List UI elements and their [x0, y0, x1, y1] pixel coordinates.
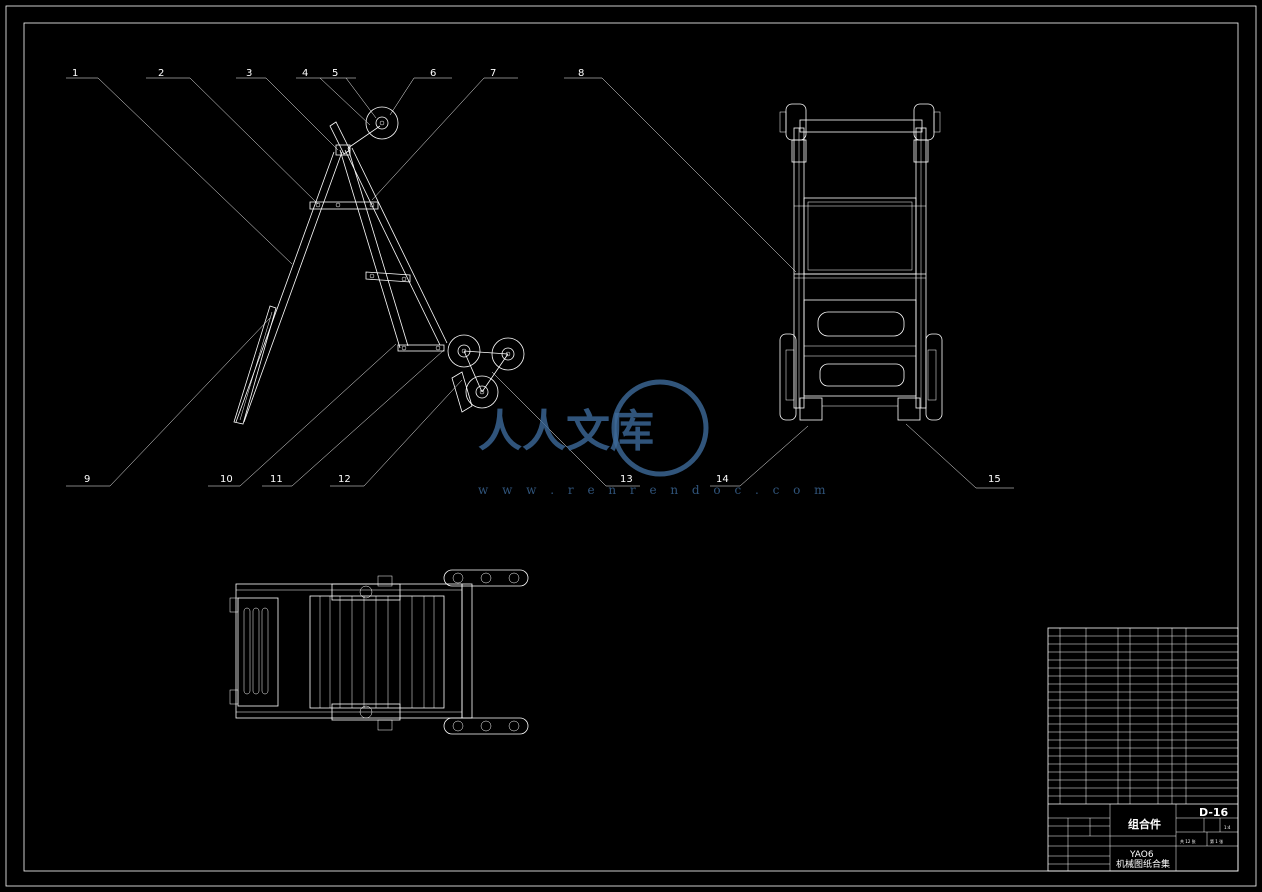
part-label-4: 4 — [302, 68, 308, 79]
leaders-bottom — [66, 317, 1014, 489]
part-label-8: 8 — [578, 68, 584, 79]
inner-border — [23, 22, 1239, 872]
drawing-title: 组合件 — [1128, 817, 1161, 831]
part-label-6: 6 — [430, 68, 436, 79]
leaders-top — [66, 77, 797, 273]
part-label-3: 3 — [246, 68, 252, 79]
company-line-1: YAO6 — [1129, 850, 1154, 860]
outer-border — [5, 5, 1257, 887]
title-block: D-16 组合件 1:4 共 12 张 第 1 张 YAO6 机械图纸合集 — [1047, 627, 1239, 872]
part-label-11: 11 — [270, 474, 283, 485]
watermark-url: w w w . r e n r e n d o c . c o m — [478, 483, 831, 497]
part-label-10: 10 — [220, 474, 233, 485]
watermark-text: 人人文库 — [478, 406, 654, 457]
part-labels: 1 2 3 4 5 6 7 8 9 10 11 12 13 14 15 — [72, 68, 1001, 485]
part-label-2: 2 — [158, 68, 164, 79]
scale-value: 1:4 — [1224, 825, 1231, 830]
part-label-12: 12 — [338, 474, 351, 485]
side-view — [233, 106, 525, 425]
part-label-5: 5 — [332, 68, 338, 79]
part-label-13: 13 — [620, 474, 633, 485]
part-label-15: 15 — [988, 474, 1001, 485]
part-label-9: 9 — [84, 474, 90, 485]
watermark: 人人文库 w w w . r e n r e n d o c . c o m — [478, 379, 831, 497]
part-label-1: 1 — [72, 68, 78, 79]
company-line-2: 机械图纸合集 — [1116, 858, 1170, 870]
top-view — [229, 569, 529, 735]
sheet-number: 第 1 张 — [1210, 838, 1223, 844]
drawing-number: D-16 — [1199, 806, 1229, 819]
part-label-14: 14 — [716, 474, 729, 485]
sheet-total: 共 12 张 — [1180, 838, 1196, 844]
part-label-7: 7 — [490, 68, 496, 79]
front-view — [779, 103, 943, 421]
